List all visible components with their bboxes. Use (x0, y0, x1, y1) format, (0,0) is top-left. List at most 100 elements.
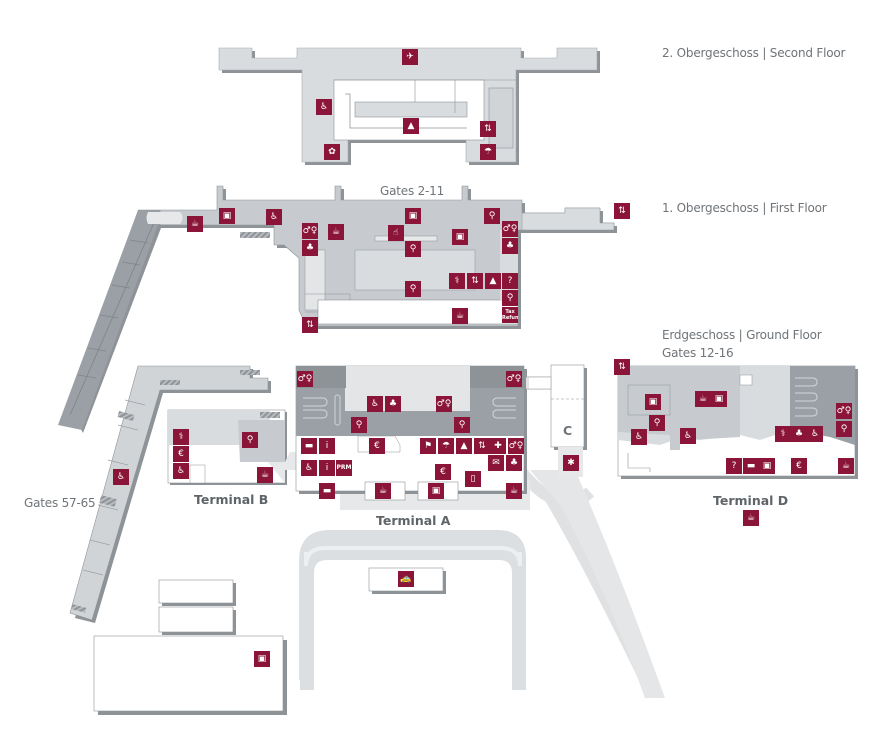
accessible-toilet-icon[interactable]: ♿ (367, 396, 383, 412)
terminal-c-plan (527, 364, 587, 477)
baggage-claim-icon[interactable]: ⚲ (351, 417, 367, 433)
toilets-icon[interactable]: ♂♀ (436, 396, 452, 412)
elevator-icon[interactable]: ⇅ (614, 203, 630, 219)
gates-12-16-label: Gates 12-16 (662, 346, 734, 360)
shop-icon[interactable]: ▣ (645, 394, 661, 410)
atm-icon[interactable]: ▬ (319, 483, 335, 499)
elevator-icon[interactable]: ⇅ (480, 121, 496, 137)
security-check-icon[interactable]: ☝ (388, 225, 404, 241)
accessible-toilet-icon[interactable]: ♿ (631, 429, 647, 445)
baby-changing-icon[interactable]: ♣ (302, 240, 318, 256)
accessible-toilet-icon[interactable]: ♿ (316, 99, 332, 115)
toilets-icon[interactable]: ♂♀ (302, 223, 318, 239)
elevator-icon[interactable]: ⇅ (302, 317, 318, 333)
passport-control-icon[interactable]: ⚲ (405, 241, 421, 257)
tax-refund-icon[interactable]: Tax Refund (502, 307, 518, 323)
cash-machine-icon[interactable]: € (791, 458, 807, 474)
floor-label-first: 1. Obergeschoss | First Floor (662, 201, 827, 215)
terminal-a-label[interactable]: Terminal A (376, 513, 451, 528)
terminal-c-label[interactable]: C (563, 423, 573, 438)
cafe-icon[interactable]: ☕ (506, 483, 522, 499)
cash-machine-icon[interactable]: € (173, 446, 189, 462)
bus-gate-icon[interactable]: ✱ (563, 455, 579, 471)
passport-control-icon[interactable]: ⚲ (484, 208, 500, 224)
accessible-toilet-icon[interactable]: ♿ (680, 428, 696, 444)
baby-changing-icon[interactable]: ♣ (385, 396, 401, 412)
cafe-icon[interactable]: ☕ (452, 308, 468, 324)
elevator-icon[interactable]: ⇅ (467, 273, 483, 289)
lounge-icon[interactable]: ▲ (456, 438, 472, 454)
cafe-icon[interactable]: ☕ (695, 391, 711, 407)
shop-icon[interactable]: ▣ (711, 391, 727, 407)
parking-loop-road (300, 530, 526, 690)
baby-changing-icon[interactable]: ♣ (506, 455, 522, 471)
toilets-icon[interactable]: ♂♀ (297, 371, 313, 387)
pier-gates-57-65 (69, 365, 271, 623)
gates-2-11-label: Gates 2-11 (380, 184, 445, 198)
gates-57-65-label: Gates 57-65 (24, 496, 96, 510)
accessible-toilet-icon[interactable]: ♿ (266, 209, 282, 225)
cafe-icon[interactable]: ☕ (743, 510, 759, 526)
accessible-toilet-icon[interactable]: ♿ (173, 463, 189, 479)
terminal-b-label[interactable]: Terminal B (194, 492, 269, 507)
passport-control-icon[interactable]: ⚲ (649, 415, 665, 431)
information-icon[interactable]: ? (726, 458, 742, 474)
passport-control-icon[interactable]: ⚲ (405, 281, 421, 297)
smoking-icon[interactable]: ⚕ (775, 426, 791, 442)
toilets-icon[interactable]: ♂♀ (502, 221, 518, 237)
information-icon[interactable]: ? (502, 273, 518, 289)
accessible-toilet-icon[interactable]: ♿ (113, 469, 129, 485)
parking-luggage-icon[interactable]: ▣ (254, 651, 270, 667)
toilets-icon[interactable]: ♂♀ (836, 403, 852, 419)
smoking-icon[interactable]: ⚕ (449, 273, 465, 289)
cash-machine-icon[interactable]: € (435, 464, 451, 480)
phone-icon[interactable]: ▯ (465, 471, 481, 487)
toilets-icon[interactable]: ♂♀ (506, 371, 522, 387)
accessible-toilet-icon[interactable]: ♿ (807, 426, 823, 442)
visitor-terrace-icon[interactable]: ✿ (324, 144, 340, 160)
shop-icon[interactable]: ▣ (759, 458, 775, 474)
baggage-claim-icon[interactable]: ⚲ (502, 290, 518, 306)
cash-machine-icon[interactable]: € (369, 438, 385, 454)
terminal-d-label[interactable]: Terminal D (713, 493, 789, 508)
cafe-icon[interactable]: ☕ (187, 216, 203, 232)
restaurant-icon[interactable]: ☂ (480, 144, 496, 160)
lounge-icon[interactable]: ▲ (485, 273, 501, 289)
outside-buildings (93, 567, 446, 715)
smoking-icon[interactable]: ⚕ (173, 429, 189, 445)
information-icon[interactable]: i (319, 438, 335, 454)
access-road (530, 470, 665, 698)
shop-icon[interactable]: ▣ (219, 208, 235, 224)
cafe-icon[interactable]: ☕ (328, 224, 344, 240)
floor-label-ground: Erdgeschoss | Ground Floor (662, 328, 822, 342)
taxi-icon[interactable]: 🚕 (398, 571, 414, 587)
second-floor-plan (218, 47, 600, 165)
floor-label-second: 2. Obergeschoss | Second Floor (662, 46, 846, 60)
shop-icon[interactable]: ▣ (405, 208, 421, 224)
accessible-toilet-icon[interactable]: ♿ (301, 460, 317, 476)
baggage-claim-icon[interactable]: ⚲ (836, 421, 852, 437)
elevator-icon[interactable]: ⇅ (474, 438, 490, 454)
baby-changing-icon[interactable]: ♣ (502, 238, 518, 254)
lounge-icon[interactable]: ▲ (403, 118, 419, 134)
first-aid-icon[interactable]: ✚ (490, 438, 506, 454)
toilets-icon[interactable]: ♂♀ (508, 438, 524, 454)
baggage-services-icon[interactable]: ☂ (438, 438, 454, 454)
elevator-icon[interactable]: ⇅ (614, 359, 630, 375)
departures-icon[interactable]: ✈ (402, 49, 418, 65)
cafe-icon[interactable]: ☕ (257, 467, 273, 483)
passport-control-icon[interactable]: ⚲ (242, 432, 258, 448)
post-icon[interactable]: ✉ (488, 455, 504, 471)
shop-icon[interactable]: ▣ (452, 229, 468, 245)
cafe-icon[interactable]: ☕ (375, 483, 391, 499)
atm-icon[interactable]: ▬ (743, 458, 759, 474)
baby-changing-icon[interactable]: ♣ (791, 426, 807, 442)
shop-icon[interactable]: ▣ (428, 483, 444, 499)
check-in-icon[interactable]: ⚑ (420, 438, 436, 454)
baggage-claim-icon[interactable]: ⚲ (454, 417, 470, 433)
cafe-icon[interactable]: ☕ (838, 458, 854, 474)
prm-icon[interactable]: PRM (336, 460, 352, 476)
atm-icon[interactable]: ▬ (301, 438, 317, 454)
information-icon[interactable]: i (319, 460, 335, 476)
